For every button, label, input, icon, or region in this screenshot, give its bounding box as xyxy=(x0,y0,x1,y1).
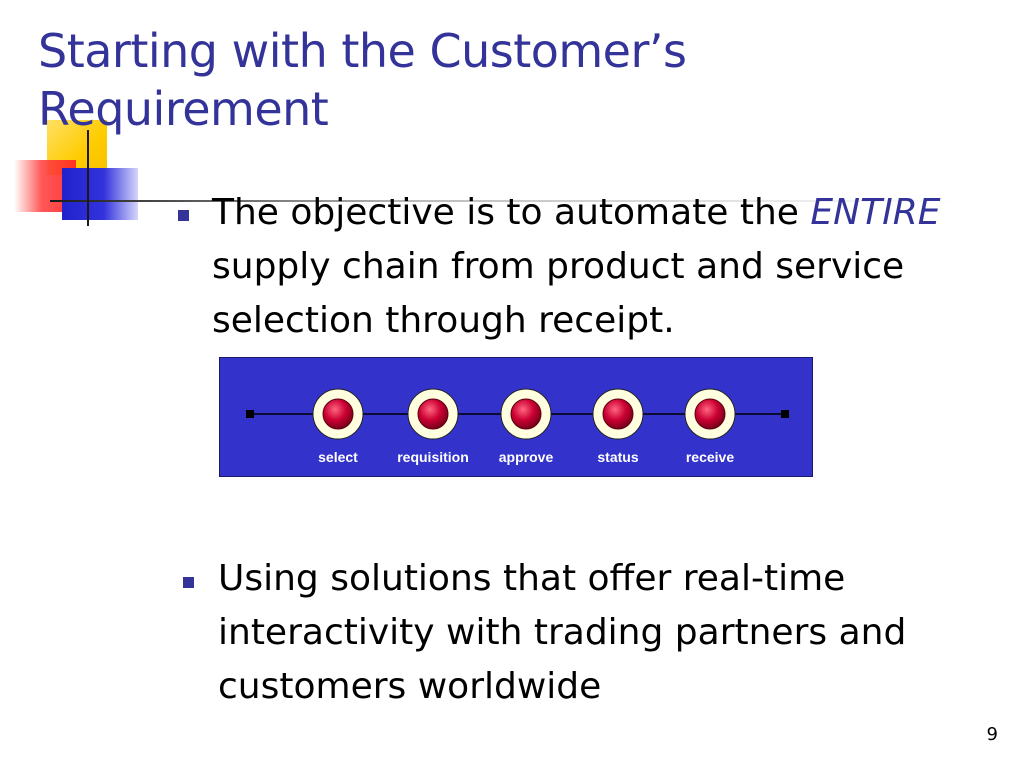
bullet-objective-emphasis: ENTIRE xyxy=(810,192,941,233)
supply-chain-diagram-graphic xyxy=(246,388,789,440)
bullet-objective-rest: supply chain from product and service se… xyxy=(212,246,905,341)
bullet-objective-text: The objective is to automate the ENTIRE … xyxy=(212,186,1002,348)
step-label-select: select xyxy=(318,449,358,465)
bullet-solutions-text: Using solutions that offer real-time int… xyxy=(218,558,907,707)
step-node-status xyxy=(592,388,644,440)
bullet-objective-lead: The objective is to automate the xyxy=(212,192,811,233)
step-node-select xyxy=(312,388,364,440)
step-label-approve: approve xyxy=(498,449,554,465)
decorative-horizontal-line xyxy=(50,200,960,202)
slide-title: Starting with the Customer’s Requirement xyxy=(38,24,687,136)
flow-start-terminator xyxy=(246,410,254,418)
page-number: 9 xyxy=(986,724,998,745)
step-node-requisition xyxy=(407,388,459,440)
flow-end-terminator xyxy=(781,410,789,418)
decorative-blue-square xyxy=(62,168,138,220)
step-label-status: status xyxy=(597,449,639,465)
bullet-square-icon xyxy=(178,210,189,221)
step-label-receive: receive xyxy=(685,449,735,465)
bullet-square-icon xyxy=(183,577,194,588)
decorative-vertical-line xyxy=(87,130,89,226)
step-node-approve xyxy=(500,388,552,440)
step-label-requisition: requisition xyxy=(397,449,469,465)
supply-chain-diagram: select requisition approve status receive xyxy=(219,357,813,477)
step-node-receive xyxy=(684,388,736,440)
